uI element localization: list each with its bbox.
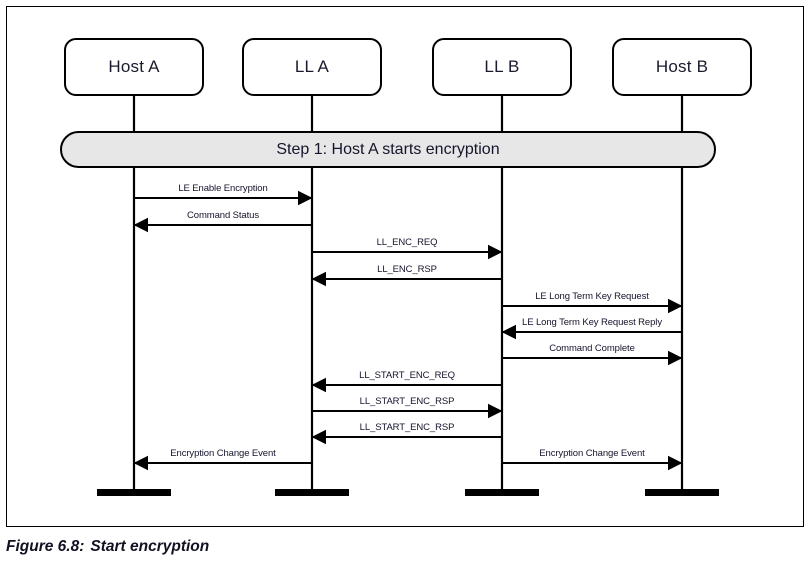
participant-box-host-a: Host A	[64, 38, 204, 96]
message-label-10: LL_START_ENC_RSP	[359, 422, 455, 433]
figure-caption: Figure 6.8: Start encryption	[6, 538, 209, 556]
message-label-8: LL_START_ENC_REQ	[359, 370, 455, 381]
message-label-2: Command Status	[187, 210, 259, 221]
participant-box-ll-b: LL B	[432, 38, 572, 96]
figure-caption-title: Start encryption	[90, 538, 210, 555]
message-label-5: LE Long Term Key Request	[535, 291, 649, 302]
participant-label-ll-a: LL A	[294, 57, 330, 76]
participant-label-host-a: Host A	[108, 57, 160, 76]
message-label-4: LL_ENC_RSP	[377, 264, 437, 275]
step-banner: Step 1: Host A starts encryption	[60, 131, 716, 168]
step-banner-label: Step 1: Host A starts encryption	[276, 140, 500, 158]
message-label-9: LL_START_ENC_RSP	[359, 396, 455, 407]
message-label-7: Command Complete	[549, 343, 635, 354]
message-label-3: LL_ENC_REQ	[376, 237, 438, 248]
message-label-12: Encryption Change Event	[539, 448, 645, 459]
participant-box-host-b: Host B	[612, 38, 752, 96]
participant-label-ll-b: LL B	[484, 57, 520, 76]
participant-label-host-b: Host B	[655, 57, 709, 76]
participant-box-ll-a: LL A	[242, 38, 382, 96]
message-label-1: LE Enable Encryption	[178, 183, 268, 194]
message-label-6: LE Long Term Key Request Reply	[522, 317, 662, 328]
figure-caption-number: Figure 6.8:	[6, 538, 85, 555]
message-label-11: Encryption Change Event	[170, 448, 276, 459]
